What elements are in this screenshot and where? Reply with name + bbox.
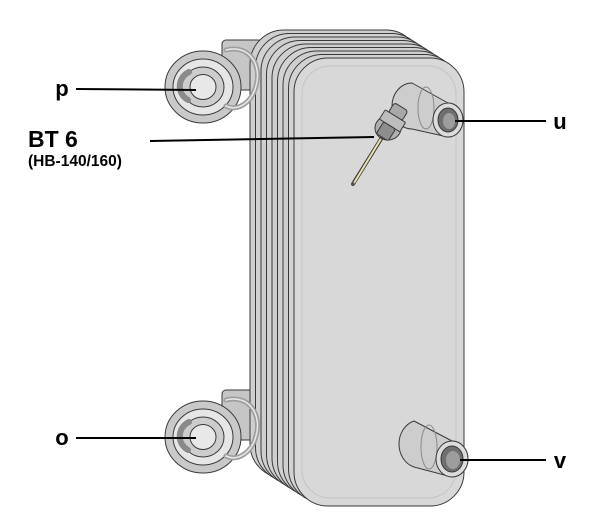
sensor-body [376,122,396,141]
clip-wire-highlight [225,398,259,459]
pipe-step [417,86,435,130]
leader-line-p [75,88,197,91]
front-plate-highlight [301,65,457,499]
callout-u-label: u [553,109,566,134]
callout-p-label: p [55,76,68,101]
sensor-probe [353,138,382,184]
clip-wire-highlight [225,48,259,109]
callout-bt6-variant-label: (HB-140/160) [28,153,122,170]
flange-shadow [176,419,192,453]
callout-bt6-label: BT 6 [28,126,78,152]
front-plate [293,57,465,507]
flange-bore [189,74,217,100]
sensor-bt6 [351,103,408,186]
connection-u [391,82,464,138]
leader-line-bt6 [149,136,375,142]
sensor-body-group [376,103,408,141]
callout-o-label: o [55,425,68,450]
plate-stack [249,29,465,507]
connection-p [164,46,260,124]
connection-o [164,396,260,474]
flange-shadow [176,69,192,103]
pipe-step [420,424,438,470]
pipe-bore-inner [443,113,455,129]
connection-v [398,420,469,478]
sensor-probe-tip [351,182,355,186]
callout-v-label: v [554,448,567,473]
pipe-bore-inner [446,451,460,469]
